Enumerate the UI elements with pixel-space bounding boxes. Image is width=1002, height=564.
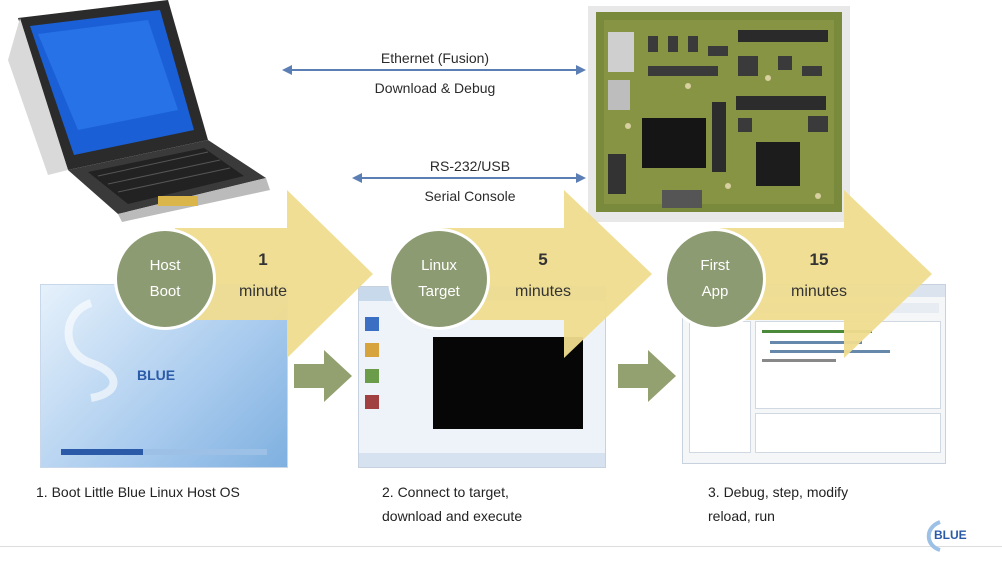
laptop-host-computer [8, 0, 270, 222]
serial-label: RS-232/USB Serial Console [370, 154, 570, 208]
step1-time-value: 1 [258, 250, 268, 269]
step1-circle-line1: Host [149, 257, 181, 274]
step2-time-value: 5 [538, 250, 548, 269]
serial-label-line1: RS-232/USB [429, 158, 511, 174]
ethernet-label-line2: Download & Debug [374, 80, 496, 96]
step2-arrow [440, 190, 652, 358]
footer-divider [0, 546, 1002, 547]
ethernet-connection-line [282, 65, 586, 75]
splash-logo-text: BLUE [137, 367, 176, 383]
footer-logo: BLUE [920, 516, 1000, 562]
desktop-icons [365, 311, 405, 441]
step1-arrow [175, 190, 373, 358]
caption-step2-line1: 2. Connect to target, [382, 484, 509, 500]
boot-progress-track [61, 449, 267, 455]
serial-connection-line [352, 173, 586, 183]
step3-circle: First App [664, 228, 766, 330]
footer-logo-text: BLUE [934, 528, 967, 542]
caption-step2-line2: download and execute [382, 508, 523, 524]
step1-time: 1 minute [208, 244, 318, 308]
caption-step3: 3. Debug, step, modify reload, run [708, 480, 848, 528]
step2-time-unit: minutes [514, 283, 572, 300]
ethernet-label: Ethernet (Fusion) Download & Debug [300, 46, 570, 100]
step2-circle-line1: Linux [421, 257, 457, 274]
small-arrow-1 [294, 350, 352, 402]
target-board [588, 6, 850, 222]
swirl-decoration [64, 299, 118, 402]
serial-label-line2: Serial Console [424, 188, 516, 204]
caption-step2: 2. Connect to target, download and execu… [382, 480, 522, 528]
step3-circle-line2: App [701, 283, 729, 300]
ide-project-pane [689, 321, 751, 453]
caption-step1: 1. Boot Little Blue Linux Host OS [36, 484, 240, 500]
step2-time: 5 minutes [488, 244, 598, 308]
serial-console-window [433, 337, 583, 429]
step1-circle: Host Boot [114, 228, 216, 330]
caption-step3-line1: 3. Debug, step, modify [708, 484, 849, 500]
desktop-taskbar [359, 453, 605, 467]
step3-time-value: 15 [809, 250, 829, 269]
step1-time-unit: minute [238, 283, 288, 300]
step3-time: 15 minutes [764, 244, 874, 308]
footer-logo-swirl [926, 520, 941, 552]
ide-console-pane [755, 413, 941, 453]
boot-progress-fill [61, 449, 144, 455]
step1-circle-line2: Boot [149, 283, 181, 300]
caption-step3-line2: reload, run [708, 508, 775, 524]
step3-time-unit: minutes [790, 283, 848, 300]
step2-circle-line2: Target [418, 283, 460, 300]
step3-arrow [720, 190, 932, 358]
small-arrow-2 [618, 350, 676, 402]
ethernet-label-line1: Ethernet (Fusion) [380, 50, 490, 66]
step2-circle: Linux Target [388, 228, 490, 330]
step3-circle-line1: First [700, 257, 730, 274]
